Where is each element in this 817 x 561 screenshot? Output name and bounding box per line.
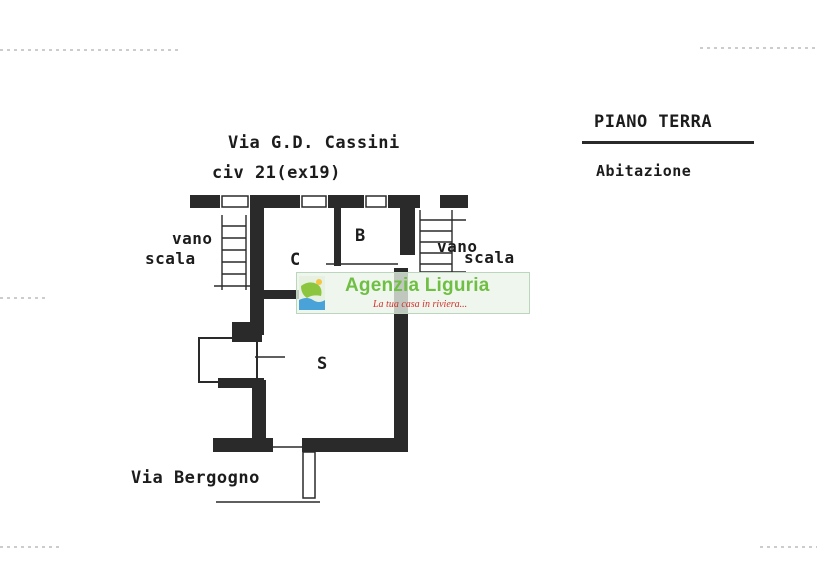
stair-left-label-2: scala [145,249,196,268]
bottom-entrance [216,446,320,503]
bottom-wall-right [302,438,406,452]
left-wall-lower [252,380,266,442]
street-top-civic: civ 21(ex19) [212,163,341,183]
front-window-2 [365,195,387,208]
left-stair [214,215,250,290]
street-bottom-name: Via Bergogno [131,468,260,488]
agency-tagline: La tua casa in riviera... [373,299,468,310]
front-wall-mid2 [328,195,364,208]
front-window-3 [221,195,249,208]
room-b-label: B [355,226,366,246]
front-window-1 [301,195,327,208]
bottom-wall-left [213,438,273,452]
front-wall-left [190,195,220,208]
partition-b [334,208,341,266]
agency-name: Agenzia Liguria [345,275,490,296]
room-c-label: C [290,250,301,270]
stair-left-label-1: vano [172,229,213,248]
right-stair [419,210,466,273]
partition-c [258,290,300,299]
watermark: Agenzia Liguria La tua casa in riviera..… [296,272,530,314]
stair-right-label-2: scala [464,248,515,267]
floor-title: PIANO TERRA [594,112,713,132]
right-wall-lower [394,268,408,452]
left-wall-upper [250,195,264,335]
street-top-name: Via G.D. Cassini [228,133,400,153]
front-windows [221,195,387,208]
title-underline [582,141,754,144]
right-wall-upper [400,195,415,255]
faint-marks [0,47,817,548]
left-recess [198,337,258,383]
front-wall-far-right [440,195,468,208]
room-s-label: S [317,354,328,374]
walls [190,195,468,452]
agency-logo-icon [299,276,325,310]
use-label: Abitazione [596,162,692,180]
